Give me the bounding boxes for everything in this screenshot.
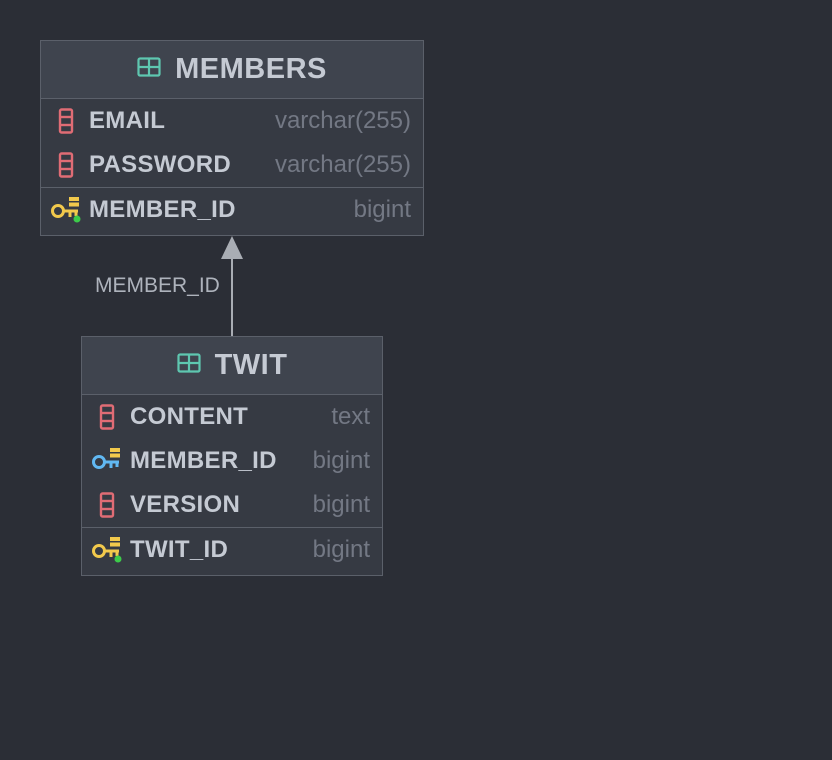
foreign-key-icon (92, 447, 124, 480)
column-name: MEMBER_ID (130, 447, 277, 474)
column-row-version[interactable]: VERSION bigint (82, 483, 382, 527)
column-icon (58, 108, 74, 139)
column-row-email[interactable]: EMAIL varchar(255) (41, 99, 423, 143)
column-row-password[interactable]: PASSWORD varchar(255) (41, 143, 423, 187)
column-icon (58, 152, 74, 183)
table-twit[interactable]: TWIT CONTENT text (81, 336, 383, 576)
primary-key-row-member-id[interactable]: MEMBER_ID bigint (41, 188, 423, 232)
table-members[interactable]: MEMBERS EMAIL varchar(255) PASS (40, 40, 424, 236)
table-icon (137, 57, 161, 82)
column-type: text (331, 403, 370, 430)
table-title: TWIT (214, 349, 288, 381)
column-type: varchar(255) (274, 151, 411, 178)
column-name: EMAIL (89, 107, 166, 134)
column-type: bigint (312, 491, 370, 518)
relationship-label: MEMBER_ID (95, 274, 220, 297)
column-name: VERSION (130, 491, 241, 518)
table-header[interactable]: MEMBERS (41, 41, 423, 99)
column-type: bigint (353, 196, 411, 223)
table-header[interactable]: TWIT (82, 337, 382, 395)
column-type: bigint (312, 447, 370, 474)
column-name: PASSWORD (89, 151, 231, 178)
column-row-content[interactable]: CONTENT text (82, 395, 382, 439)
table-title: MEMBERS (175, 53, 327, 85)
column-type: bigint (312, 536, 370, 563)
column-name: CONTENT (130, 403, 249, 430)
table-icon (176, 353, 201, 378)
column-icon (99, 404, 115, 435)
primary-key-icon (51, 196, 83, 229)
column-icon (99, 492, 115, 523)
column-row-member-id[interactable]: MEMBER_ID bigint (82, 439, 382, 483)
primary-key-row-twit-id[interactable]: TWIT_ID bigint (82, 528, 382, 572)
column-name: MEMBER_ID (89, 196, 236, 223)
column-name: TWIT_ID (130, 536, 229, 563)
primary-key-icon (92, 536, 124, 569)
relationship-arrowhead (221, 236, 243, 259)
column-type: varchar(255) (274, 107, 411, 134)
